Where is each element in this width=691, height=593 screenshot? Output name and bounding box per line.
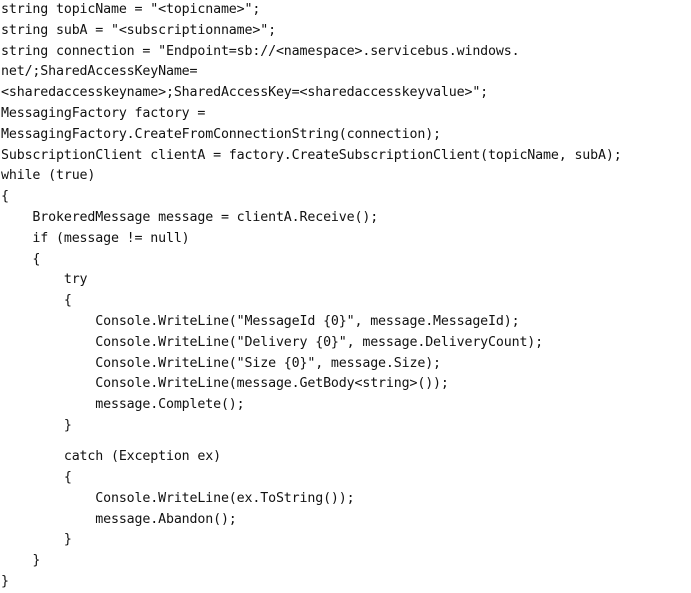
code-line: { [1,469,72,485]
code-line: BrokeredMessage message = clientA.Receiv… [1,209,379,225]
code-line: SubscriptionClient clientA = factory.Cre… [1,147,622,163]
code-line [1,437,622,447]
code-line: net/;SharedAccessKeyName= [1,64,198,80]
code-line: } [1,573,9,589]
code-line: while (true) [1,168,96,184]
code-line: catch (Exception ex) [1,449,221,465]
code-line: { [1,293,72,309]
code-line: } [1,553,41,569]
code-line: } [1,417,72,433]
code-line: MessagingFactory factory = [1,105,206,121]
code-line: string connection = "Endpoint=sb://<name… [1,43,520,59]
code-line: <sharedaccesskeyname>;SharedAccessKey=<s… [1,85,489,101]
code-line: Console.WriteLine("Size {0}", message.Si… [1,355,441,371]
code-line: Console.WriteLine("Delivery {0}", messag… [1,334,544,350]
code-listing: string topicName = "<topicname>"; string … [1,0,622,593]
code-line: { [1,251,41,267]
code-line: try [1,272,88,288]
code-line: Console.WriteLine(ex.ToString()); [1,490,355,506]
code-line: string topicName = "<topicname>"; [1,2,261,17]
code-line: string subA = "<subscriptionname>"; [1,22,276,38]
code-line: MessagingFactory.CreateFromConnectionStr… [1,126,441,142]
code-line: Console.WriteLine(message.GetBody<string… [1,376,449,392]
code-line: Console.WriteLine("MessageId {0}", messa… [1,313,520,329]
code-line: if (message != null) [1,230,190,246]
code-line: message.Abandon(); [1,511,237,527]
code-line: { [1,189,9,205]
code-line: message.Complete(); [1,397,245,413]
code-line: } [1,532,72,548]
